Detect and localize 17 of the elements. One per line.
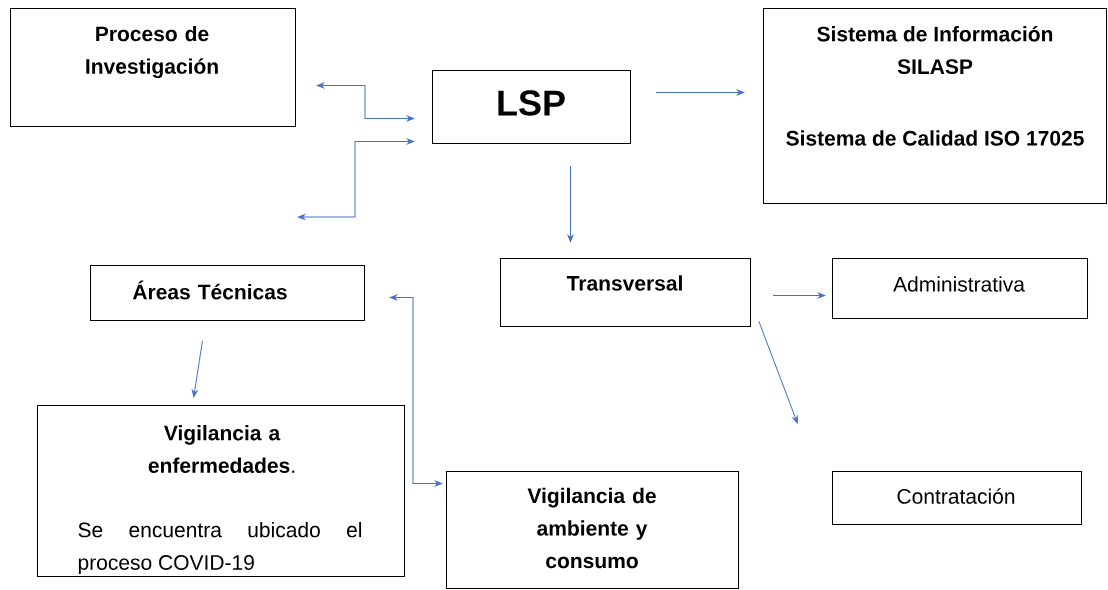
process-box: Sistema de Información SILASP Sistema de Calidad ISO 17025 [763, 8, 1107, 204]
process-box: Proceso de Investigación [10, 8, 296, 127]
process-box: LSP [432, 70, 631, 144]
arrow [772, 292, 826, 299]
arrow [655, 89, 745, 96]
arrow [297, 138, 415, 220]
arrow [567, 165, 574, 243]
process-box: Transversal [500, 258, 751, 327]
arrow [389, 294, 443, 487]
process-box: Administrativa [832, 258, 1088, 319]
process-box: Áreas Técnicas [90, 265, 365, 321]
process-box: Vigilancia de ambiente y consumo [446, 471, 739, 589]
process-box: Contratación [832, 471, 1082, 525]
arrow [758, 320, 798, 424]
process-box: Vigilancia a enfermedades. Se encuentra ubicado el proceso COVID-19 [37, 405, 405, 577]
arrow [191, 340, 203, 398]
arrow [316, 82, 415, 122]
